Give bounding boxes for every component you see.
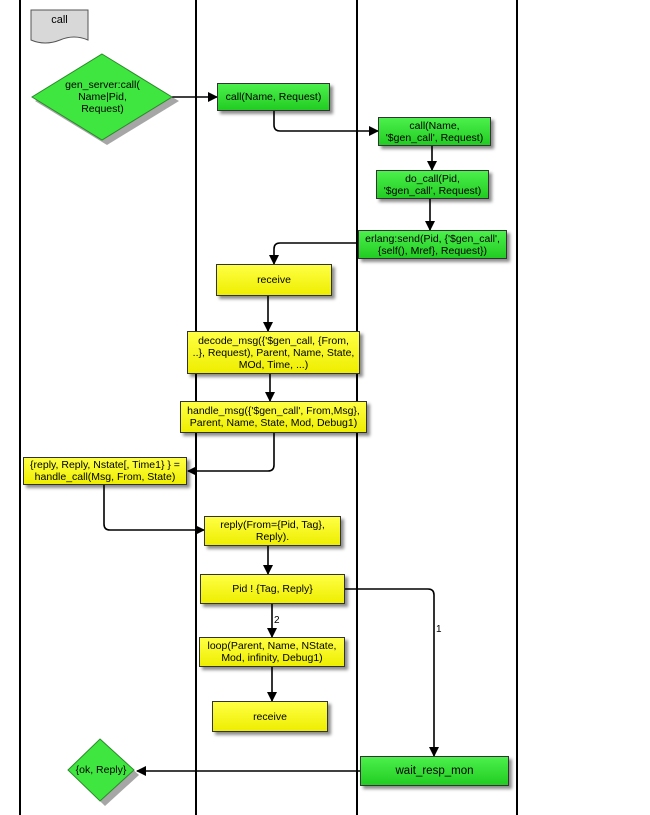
edge-send-reply-to-wait [345, 588, 439, 757]
start-diamond-label: gen_server:call( Name|Pid, Request) [65, 79, 140, 115]
edge-call-to-call-gen [273, 111, 379, 136]
lane-divider [516, 0, 518, 815]
end-diamond [67, 738, 135, 802]
erlang-send-box: erlang:send(Pid, {'$gen_call', {self(), … [358, 230, 507, 259]
handle-msg-box: handle_msg({'$gen_call', From,Msg}, Pare… [180, 401, 367, 433]
edge-send-to-receive [269, 242, 358, 265]
edge-label-1: 1 [435, 624, 443, 635]
doc-shape [30, 9, 89, 44]
call-name-request-box: call(Name, Request) [217, 83, 330, 111]
decode-msg-box: decode_msg({'$gen_call, {From, ..}, Requ… [187, 331, 360, 374]
end-diamond-label: {ok, Reply} [75, 764, 127, 776]
reply-box: reply(From={Pid, Tag}, Reply). [204, 516, 341, 546]
do-call-box: do_call(Pid, '$gen_call', Request) [376, 170, 489, 199]
call-gen-call-box: call(Name, '$gen_call', Request) [378, 117, 491, 146]
receive-box-1: receive [216, 264, 332, 296]
handle-call-box: {reply, Reply, Nstate[, Time1} } = handl… [23, 457, 187, 485]
wait-resp-mon-box: wait_resp_mon [360, 756, 509, 786]
edge-label-2: 2 [273, 615, 281, 626]
start-diamond [31, 53, 173, 141]
lane-divider [19, 0, 21, 815]
edge-handle-to-handle-call [187, 433, 275, 476]
send-reply-box: Pid ! {Tag, Reply} [200, 574, 345, 604]
doc-label: call [51, 14, 68, 26]
loop-box: loop(Parent, Name, NState, Mod, infinity… [199, 637, 345, 667]
receive-box-2: receive [212, 701, 328, 732]
edge-handle-call-to-reply [103, 485, 205, 535]
